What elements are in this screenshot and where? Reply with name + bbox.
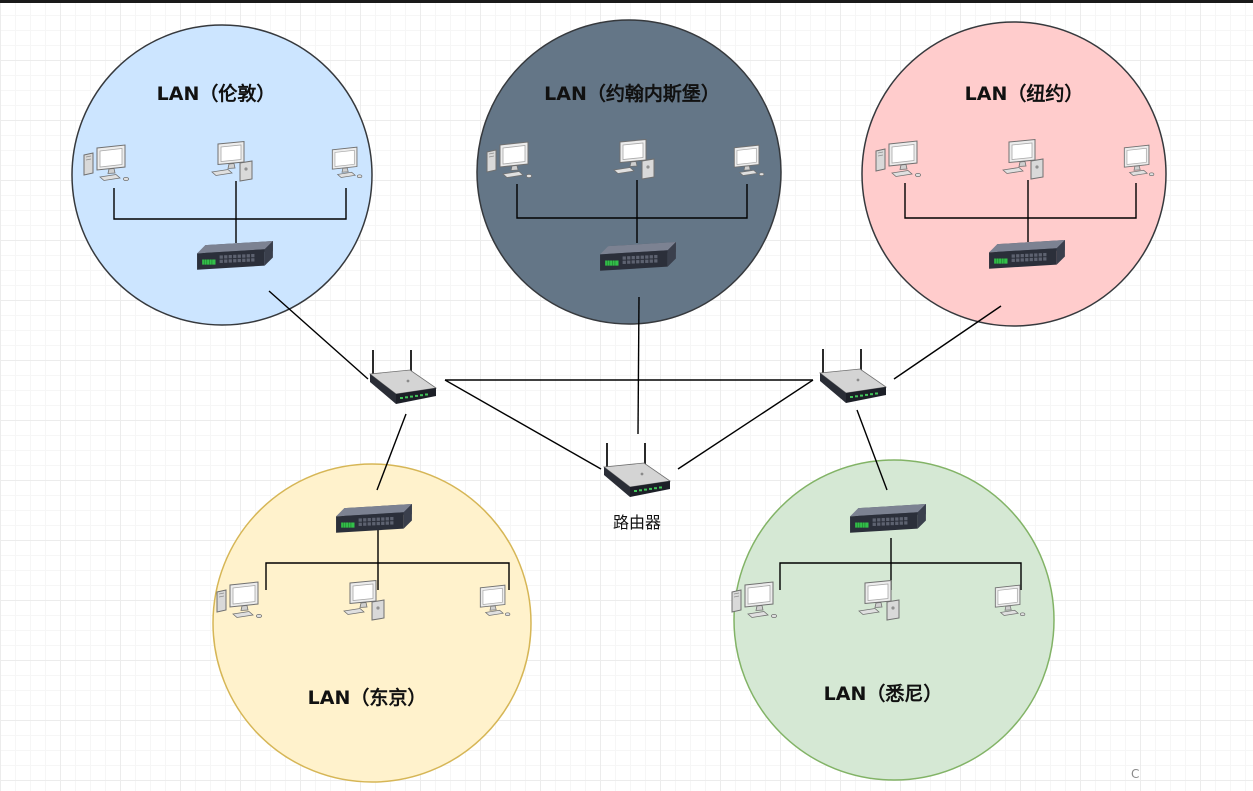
network-switch-icon (849, 503, 927, 534)
router-label: 路由器 (613, 513, 661, 532)
wireless-router-icon (819, 348, 887, 404)
wireless-router-icon (369, 349, 437, 405)
top-border (0, 0, 1253, 3)
lan-circle-newyork (861, 21, 1167, 327)
corner-mark: C (1131, 767, 1139, 781)
lan-label-london: LAN（伦敦） (157, 82, 276, 105)
routers (369, 348, 887, 498)
lan-circle-london (71, 24, 373, 326)
connection-lines (113, 180, 1137, 590)
network-switch-icon (599, 241, 677, 272)
network-switch-icon (988, 239, 1066, 270)
lan-label-johannesburg: LAN（约翰内斯堡） (544, 82, 720, 105)
lan-label-newyork: LAN（纽约） (965, 82, 1084, 105)
wireless-router-icon (603, 442, 671, 498)
network-switch-icon (335, 503, 413, 534)
lan-circle-sydney (733, 459, 1055, 781)
lan-circle-tokyo (212, 463, 532, 783)
network-switch-icon (196, 240, 274, 271)
lan-label-tokyo: LAN（东京） (308, 686, 427, 709)
lan-label-sydney: LAN（悉尼） (824, 682, 943, 705)
